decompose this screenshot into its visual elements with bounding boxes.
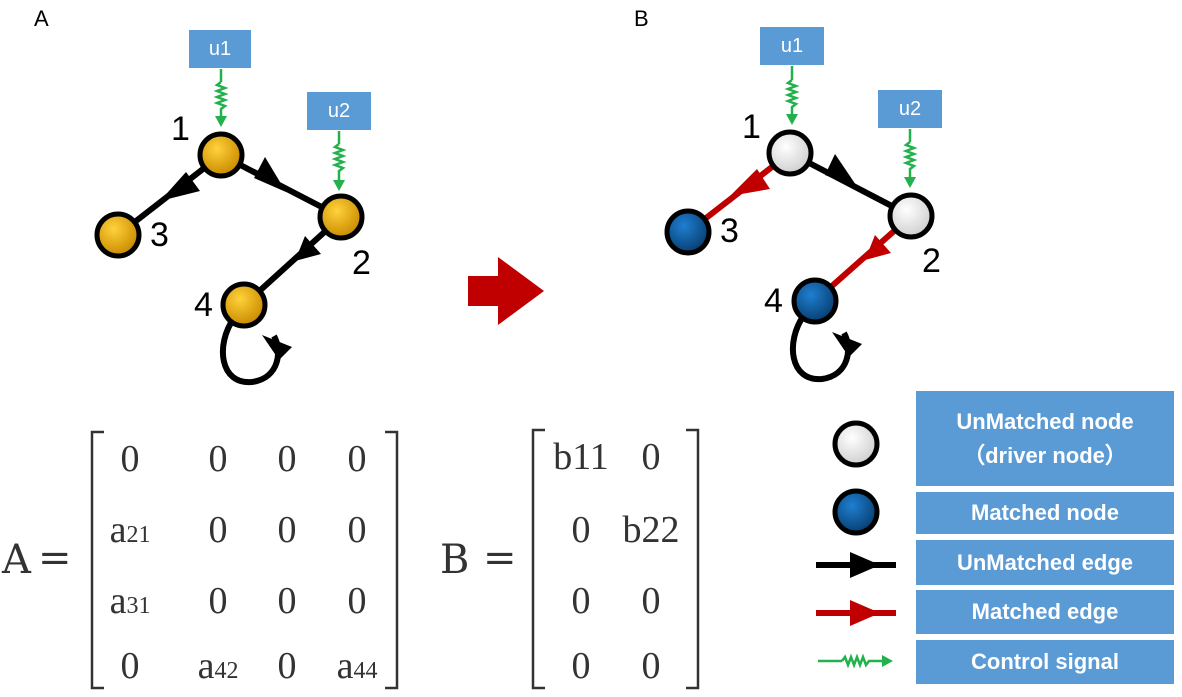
legend-unmatched-node-line2: （driver node）	[963, 442, 1127, 468]
legend-unmatched-node-icon	[832, 420, 880, 468]
matrix-a-cell-r1-c1: 0	[120, 438, 140, 480]
panel-a-input-u2: u2	[307, 92, 371, 130]
panel-b-graph	[664, 66, 935, 383]
legend-unmatched-edge-label: UnMatched edge	[956, 549, 1134, 575]
matrix-a-equals: =	[38, 535, 72, 581]
matrix-b-cell-r2-c1: 0	[571, 509, 591, 551]
matrix-a-cell-r3-c4: 0	[347, 580, 367, 622]
matrix-a-cell-r2-c1: a21	[109, 509, 151, 551]
matrix-a-cell-r2-c2: 0	[208, 509, 228, 551]
matrix-a-cell-r1-c3: 0	[277, 438, 297, 480]
panel-a-input-u1: u1	[189, 30, 251, 68]
panel-a-node-1-label: 1	[171, 110, 190, 148]
matrix-a-cell-r4-c2: a42	[197, 645, 239, 687]
panel-b-node-1	[766, 129, 814, 177]
matrix-b-cell-r3-c2: 0	[641, 580, 661, 622]
matrix-b-cell-r2-c2: b22	[622, 509, 680, 551]
matrix-b-cell-r4-c2: 0	[641, 645, 661, 687]
legend-matched-node-icon	[832, 488, 880, 536]
panel-a-node-2	[317, 193, 365, 241]
legend-control-signal-icon	[818, 653, 893, 669]
panel-a-node-4	[220, 281, 268, 329]
matrix-a-name: A	[2, 537, 31, 583]
matrix-a-cell-r3-c3: 0	[277, 580, 297, 622]
panel-b-node-3	[664, 208, 712, 256]
legend-matched-edge-box: Matched edge	[916, 590, 1174, 634]
panel-b-node-4	[791, 277, 839, 325]
matrix-b-brackets	[531, 428, 700, 690]
legend-unmatched-node-line1: UnMatched node	[956, 408, 1134, 434]
panel-b-node-1-label: 1	[742, 108, 761, 146]
matrix-b-equals: =	[483, 535, 517, 581]
panel-a-label: A	[34, 6, 49, 31]
matrix-a-cell-r1-c4: 0	[347, 438, 367, 480]
matrix-a-cell-r4-c3: 0	[277, 645, 297, 687]
panel-a-node-3-label: 3	[150, 216, 169, 254]
panel-a-node-4-label: 4	[194, 286, 213, 324]
panel-a-edge-4-4-self-loop	[219, 316, 292, 386]
matrix-b-cell-r1-c1: b11	[553, 436, 609, 478]
legend-unmatched-edge-icon	[816, 552, 896, 578]
matrix-a-cell-r3-c1: a31	[109, 580, 151, 622]
matrix-a-cell-r1-c2: 0	[208, 438, 228, 480]
panel-b-label: B	[634, 6, 649, 31]
panel-b-input-u1: u1	[760, 27, 824, 65]
legend-matched-node-label: Matched node	[971, 500, 1119, 525]
legend-control-signal-box: Control signal	[916, 640, 1174, 684]
matrix-a-cell-r4-c4: a44	[336, 645, 378, 687]
legend-matched-edge-icon	[816, 600, 896, 626]
panel-b-control-signal-u2	[902, 129, 918, 188]
panel-b-input-u2: u2	[878, 90, 942, 128]
panel-b-node-2	[887, 192, 935, 240]
matrix-b-cell-r4-c1: 0	[571, 645, 591, 687]
legend-unmatched-node-box: UnMatched node （driver node）	[916, 391, 1174, 486]
panel-b-node-3-label: 3	[720, 212, 739, 250]
matrix-a-brackets	[90, 430, 399, 690]
panel-a-node-2-label: 2	[352, 244, 371, 282]
legend-control-signal-label: Control signal	[971, 649, 1119, 674]
panel-a-node-1	[197, 131, 245, 179]
legend-matched-node-box: Matched node	[916, 492, 1174, 534]
matrix-a-cell-r2-c3: 0	[277, 509, 297, 551]
transition-arrow	[468, 257, 544, 325]
legend-matched-edge-label: Matched edge	[971, 599, 1119, 624]
panel-a-control-signal-u1	[213, 69, 229, 127]
panel-a-graph	[94, 69, 365, 386]
legend-unmatched-edge-box: UnMatched edge	[916, 540, 1174, 585]
panel-b-control-signal-u1	[784, 66, 800, 125]
panel-b-node-4-label: 4	[764, 282, 783, 320]
matrix-b-cell-r1-c2: 0	[641, 436, 661, 478]
panel-a-node-3	[94, 211, 142, 259]
matrix-b-cell-r3-c1: 0	[571, 580, 591, 622]
panel-b-node-2-label: 2	[922, 242, 941, 280]
panel-a-control-signal-u2	[331, 131, 347, 191]
panel-b-edge-4-4-self-loop	[789, 313, 862, 383]
matrix-a-cell-r2-c4: 0	[347, 509, 367, 551]
matrix-a-cell-r3-c2: 0	[208, 580, 228, 622]
matrix-b-name: B	[440, 537, 470, 583]
matrix-a-cell-r4-c1: 0	[120, 645, 140, 687]
